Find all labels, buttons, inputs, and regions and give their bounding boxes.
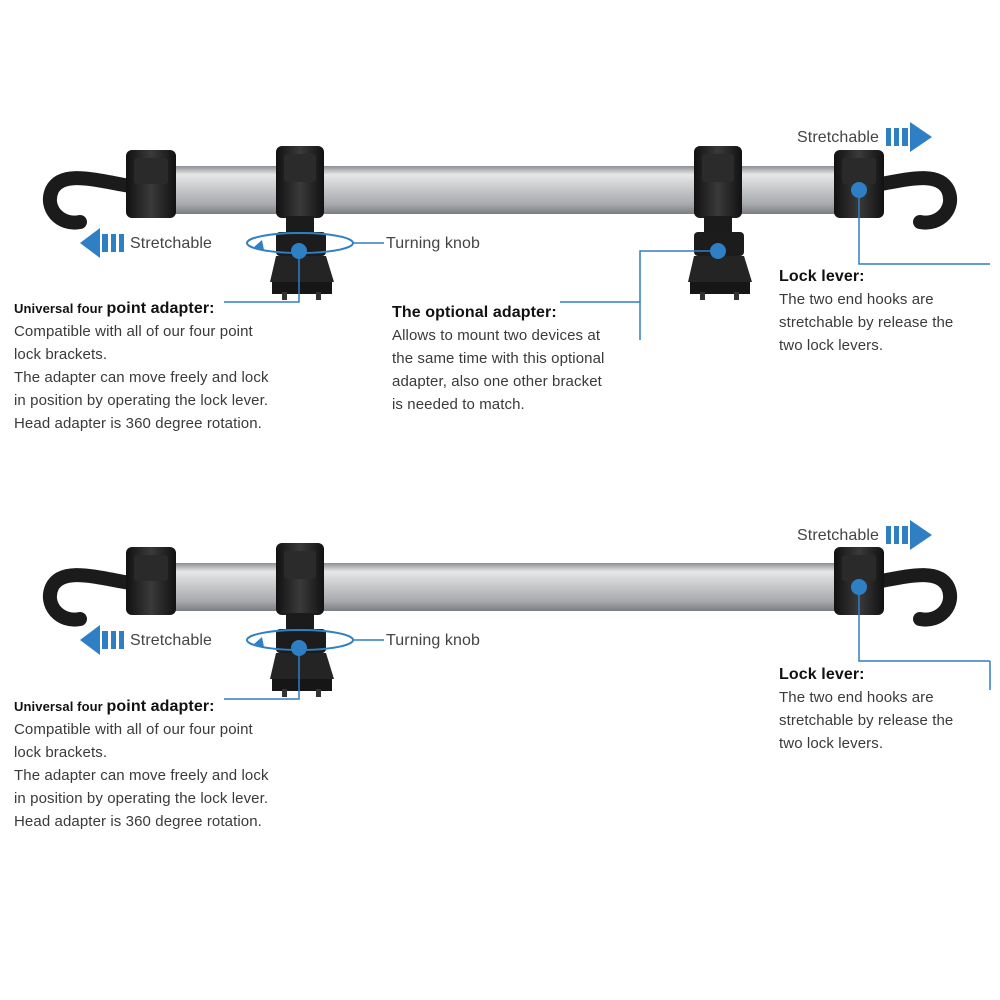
optional-adapter-text: Allows to mount two devices at the same … (392, 327, 605, 413)
universal-adapter-text: Compatible with all of our four point lo… (14, 721, 269, 830)
aluminium-tube (150, 563, 850, 611)
aluminium-tube (150, 166, 850, 214)
universal-adapter-callout: Universal four point adapter: Compatible… (14, 696, 269, 833)
diagram-bottom: Stretchable Stretchable Turning knob Uni… (0, 400, 1000, 870)
hook-icon (863, 568, 957, 627)
universal-adapter-callout: Universal four point adapter: Compatible… (14, 298, 269, 435)
hook-icon (863, 171, 957, 230)
stretchable-right-label: Stretchable (797, 129, 880, 146)
turning-knob-label: Turning knob (386, 632, 480, 649)
turning-knob-label: Turning knob (386, 235, 480, 252)
universal-adapter-text: Compatible with all of our four point lo… (14, 323, 269, 432)
arrow-right-icon (886, 122, 932, 152)
optional-adapter-callout: The optional adapter: Allows to mount tw… (392, 302, 604, 416)
lock-lever-text: The two end hooks are stretchable by rel… (779, 291, 954, 354)
lock-lever-callout: Lock lever: The two end hooks are stretc… (779, 664, 953, 755)
universal-adapter-title: Universal four point adapter: (14, 300, 215, 317)
lock-lever-title: Lock lever: (779, 666, 865, 683)
arrow-left-icon (80, 228, 124, 258)
rack-illustration-top (43, 122, 990, 340)
lock-lever-callout: Lock lever: The two end hooks are stretc… (779, 266, 953, 357)
hook-icon (43, 568, 137, 627)
lock-lever-title: Lock lever: (779, 268, 865, 285)
stretchable-right-label: Stretchable (797, 527, 880, 544)
rack-illustration-bottom (43, 520, 991, 700)
optional-adapter-title: The optional adapter: (392, 304, 557, 321)
stretchable-left-label: Stretchable (130, 235, 213, 252)
diagram-top: Stretchable Stretchable Turning knob Uni… (0, 0, 1000, 470)
hook-icon (43, 171, 137, 230)
arrow-left-icon (80, 625, 124, 655)
stretchable-left-label: Stretchable (130, 632, 213, 649)
universal-adapter-title: Universal four point adapter: (14, 698, 215, 715)
lock-lever-text: The two end hooks are stretchable by rel… (779, 689, 954, 752)
arrow-right-icon (886, 520, 932, 550)
